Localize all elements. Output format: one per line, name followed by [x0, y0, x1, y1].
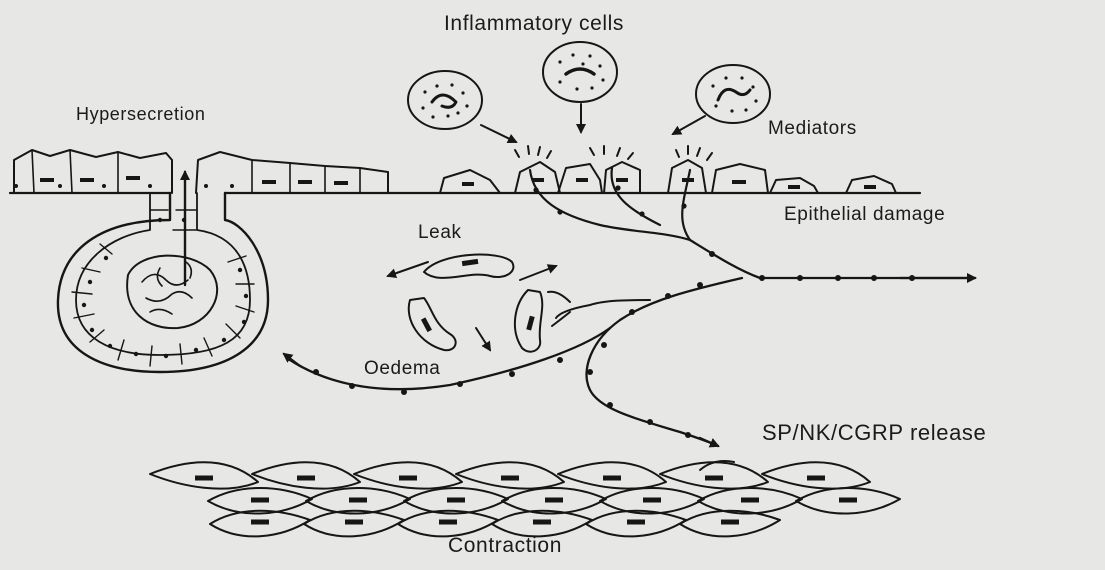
arrow-leak-left	[388, 262, 428, 276]
smooth-muscle-cell	[252, 462, 360, 488]
smooth-muscle-nucleus	[721, 520, 739, 525]
leak-cell-left	[409, 298, 456, 350]
arrow-leak-right	[520, 266, 556, 280]
smooth-muscle-cell	[354, 462, 462, 488]
smooth-muscle-nucleus	[545, 498, 563, 503]
smooth-muscle-nucleus	[345, 520, 363, 525]
smooth-muscle-nucleus	[533, 520, 551, 525]
smooth-muscle-nucleus	[643, 498, 661, 503]
smooth-muscle-nucleus	[447, 498, 465, 503]
smooth-muscle-nucleus	[807, 476, 825, 481]
label-leak: Leak	[418, 222, 462, 244]
label-mediators: Mediators	[768, 118, 857, 140]
inflammatory-cells	[408, 42, 770, 142]
mucus-mass	[127, 256, 217, 329]
label-contraction: Contraction	[448, 534, 562, 558]
inflammatory-cell-3	[696, 65, 770, 123]
smooth-muscle-nucleus	[439, 520, 457, 525]
smooth-muscle-cell	[456, 462, 564, 488]
smooth-muscle-cell	[150, 462, 258, 488]
smooth-muscle-nucleus	[349, 498, 367, 503]
smooth-muscle-nucleus	[251, 498, 269, 503]
smooth-muscle-nucleus	[297, 476, 315, 481]
label-sp-nk-cgrp-release: SP/NK/CGRP release	[762, 420, 986, 446]
smooth-muscle-nucleus	[741, 498, 759, 503]
arrow-leak-down	[476, 328, 490, 350]
arrow-cell1-down	[481, 125, 516, 142]
smooth-muscle-nucleus	[705, 476, 723, 481]
smooth-muscle-cell	[660, 462, 768, 488]
label-oedema: Oedema	[364, 358, 440, 380]
smooth-muscle-nucleus	[839, 498, 857, 503]
mediator-release-marks	[515, 146, 712, 160]
inflammatory-cell-1	[408, 71, 482, 129]
smooth-muscle-nucleus	[501, 476, 519, 481]
smooth-muscle-nucleus	[195, 476, 213, 481]
label-inflammatory-cells: Inflammatory cells	[444, 12, 624, 36]
label-hypersecretion: Hypersecretion	[76, 104, 205, 125]
arrow-cell3-down	[673, 116, 705, 134]
smooth-muscle-nucleus	[627, 520, 645, 525]
arrow-to-smooth-muscle	[700, 438, 718, 446]
arrow-to-gland	[284, 354, 300, 366]
smooth-muscle-cell	[558, 462, 666, 488]
smooth-muscle-nucleus	[251, 520, 269, 525]
smooth-muscle-nucleus	[399, 476, 417, 481]
smooth-muscle-nucleus	[603, 476, 621, 481]
smooth-muscle-cell	[762, 462, 870, 488]
label-epithelial-damage: Epithelial damage	[784, 204, 945, 226]
smooth-muscle-layer	[150, 462, 900, 536]
vascular-leak	[388, 255, 556, 352]
inflammatory-cell-2	[543, 42, 617, 102]
leak-cell-top	[424, 255, 513, 278]
